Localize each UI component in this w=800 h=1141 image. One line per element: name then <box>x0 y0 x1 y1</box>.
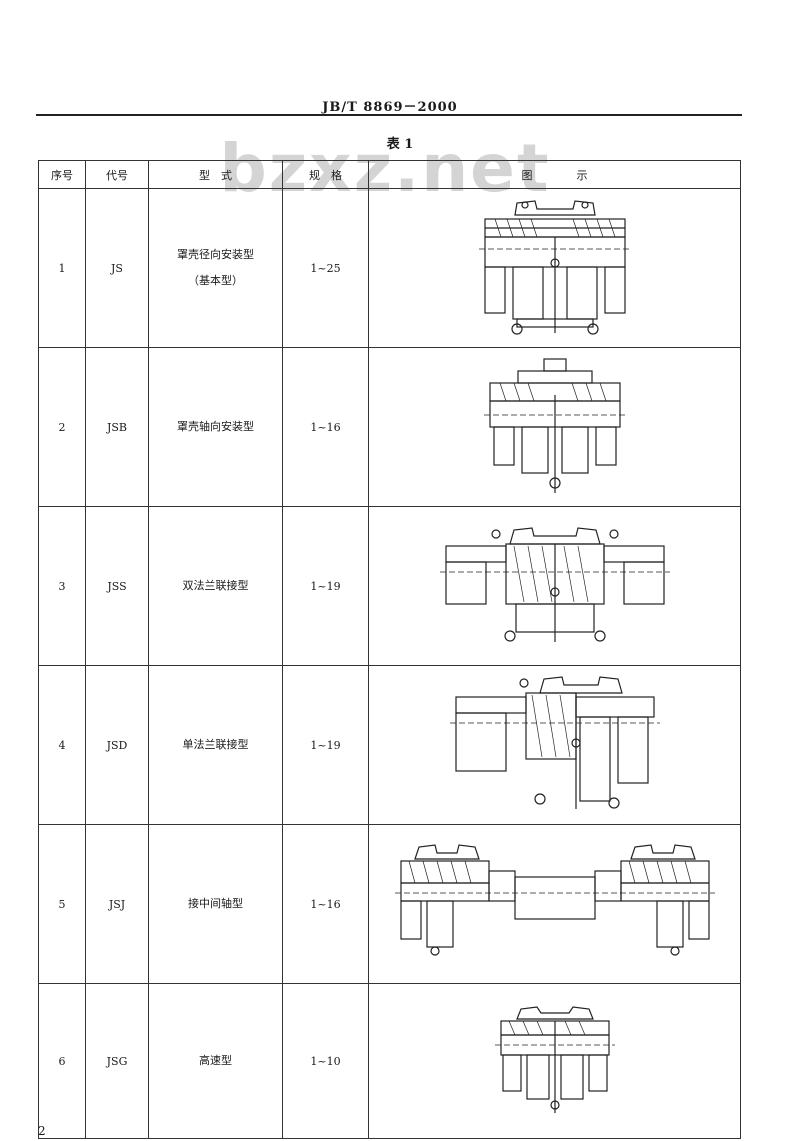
row-type-line1: 高速型 <box>199 1054 232 1067</box>
coupling-type-table: 序号 代号 型 式 规 格 图 示 1 JS 罩壳径向安装型 （基本型） 1~2… <box>38 160 741 1139</box>
standard-code: JB/T 8869－2000 <box>322 100 458 115</box>
table-header-row: 序号 代号 型 式 规 格 图 示 <box>38 160 741 189</box>
row-code: JSB <box>85 347 149 507</box>
header-rule <box>36 114 742 116</box>
row-type: 罩壳径向安装型 （基本型） <box>148 188 283 348</box>
coupling-double-flange-drawing <box>439 526 670 642</box>
table-row: 6 JSG 高速型 1~10 <box>38 983 741 1139</box>
row-type: 双法兰联接型 <box>148 506 283 666</box>
coupling-single-flange-drawing <box>449 675 660 809</box>
table-row: 4 JSD 单法兰联接型 1~19 <box>38 665 741 825</box>
row-spec: 1~25 <box>282 188 369 348</box>
row-type-line1: 罩壳轴向安装型 <box>177 420 254 433</box>
row-figure <box>368 347 741 507</box>
row-figure <box>368 506 741 666</box>
table-row: 3 JSS 双法兰联接型 1~19 <box>38 506 741 666</box>
row-spec: 1~16 <box>282 824 369 984</box>
table-row: 2 JSB 罩壳轴向安装型 1~16 <box>38 347 741 507</box>
coupling-intermediate-shaft-drawing <box>394 844 715 956</box>
row-spec: 1~19 <box>282 506 369 666</box>
row-figure <box>368 188 741 348</box>
row-code: JSJ <box>85 824 149 984</box>
col-header-seq: 序号 <box>38 160 86 189</box>
table-row: 1 JS 罩壳径向安装型 （基本型） 1~25 <box>38 188 741 348</box>
col-header-spec: 规 格 <box>282 160 369 189</box>
table-title: 表 1 <box>386 137 414 152</box>
row-figure <box>368 983 741 1139</box>
row-seq: 6 <box>38 983 86 1139</box>
row-type: 罩壳轴向安装型 <box>148 347 283 507</box>
row-seq: 5 <box>38 824 86 984</box>
row-figure <box>368 824 741 984</box>
coupling-axial-drawing <box>483 357 626 493</box>
row-spec: 1~10 <box>282 983 369 1139</box>
row-type: 单法兰联接型 <box>148 665 283 825</box>
row-seq: 4 <box>38 665 86 825</box>
coupling-radial-drawing <box>478 200 631 335</box>
table-row: 5 JSJ 接中间轴型 1~16 <box>38 824 741 984</box>
row-seq: 3 <box>38 506 86 666</box>
row-type: 高速型 <box>148 983 283 1139</box>
row-spec: 1~19 <box>282 665 369 825</box>
row-type-line1: 接中间轴型 <box>188 897 243 910</box>
row-code: JSG <box>85 983 149 1139</box>
row-seq: 2 <box>38 347 86 507</box>
row-seq: 1 <box>38 188 86 348</box>
row-type-line1: 双法兰联接型 <box>182 579 249 592</box>
coupling-high-speed-drawing <box>494 1006 615 1113</box>
row-spec: 1~16 <box>282 347 369 507</box>
row-type-line1: 罩壳径向安装型 <box>177 248 254 261</box>
row-type-line2: （基本型） <box>188 274 243 287</box>
row-figure <box>368 665 741 825</box>
row-type: 接中间轴型 <box>148 824 283 984</box>
row-code: JS <box>85 188 149 348</box>
row-type-line1: 单法兰联接型 <box>182 738 249 751</box>
row-code: JSS <box>85 506 149 666</box>
col-header-type: 型 式 <box>148 160 283 189</box>
row-code: JSD <box>85 665 149 825</box>
col-header-figure: 图 示 <box>368 160 741 189</box>
col-header-code: 代号 <box>85 160 149 189</box>
